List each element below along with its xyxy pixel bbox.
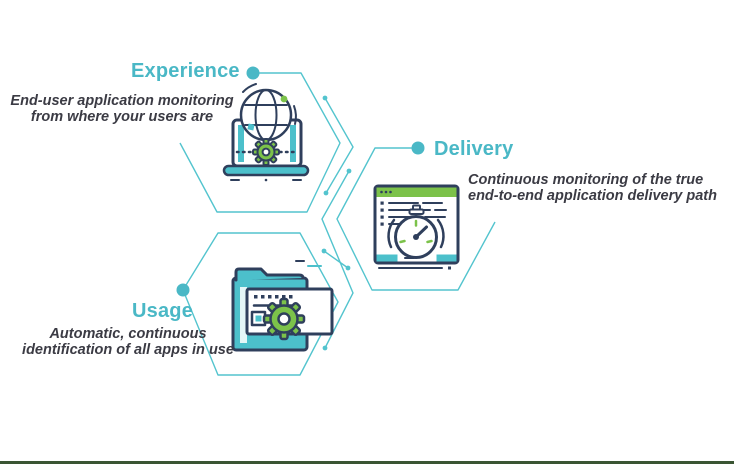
usage-description-line2: identification of all apps in use [22,342,234,358]
experience-hexagon [179,72,341,213]
delivery-hexagon [336,147,496,291]
browser-speedometer-icon [373,184,460,270]
experience-description-line2: from where your users are [30,109,214,125]
experience-label: Experience [131,60,240,82]
bottom-border-bar [0,461,734,464]
delivery-description: Continuous monitoring of the true end-to… [468,172,717,204]
usage-dot [176,283,190,297]
experience-description: End-user application monitoring from whe… [5,93,239,125]
usage-description-line1: Automatic, continuous [49,326,207,342]
folder-gear-icon [231,260,334,352]
delivery-dot [411,141,425,155]
delivery-description-line1: Continuous monitoring of the true [468,172,704,188]
delivery-label: Delivery [434,138,514,160]
delivery-description-line2: end-to-end application delivery path [468,188,717,204]
circuit-traces [321,95,354,351]
laptop-globe-gear-icon [222,83,310,182]
usage-description: Automatic, continuous identification of … [8,326,248,358]
usage-label: Usage [132,300,194,322]
experience-description-line1: End-user application monitoring [10,93,234,109]
experience-dot [246,66,260,80]
